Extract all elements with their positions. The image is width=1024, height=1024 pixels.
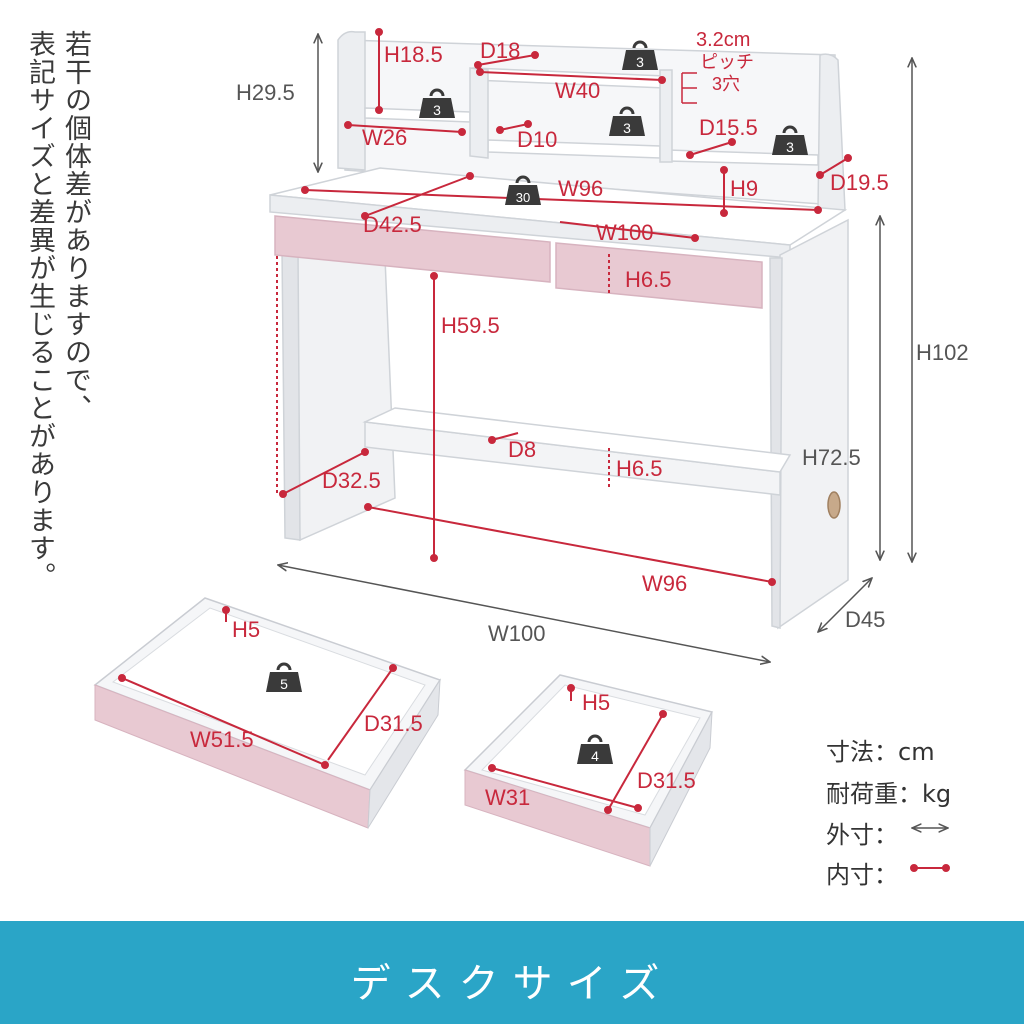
label-w40: W40 — [555, 78, 600, 103]
inner-labels: H18.5 D18 3.2cm ピッチ 3穴 W40 W26 D10 D15.5… — [190, 29, 889, 810]
desk-drawing: 3 3 3 3 30 5 4 H29.5 H102 H72.5 D45 W100… — [93, 28, 969, 872]
label-pitch-2: ピッチ — [700, 52, 754, 72]
label-h59.5: H59.5 — [441, 313, 500, 338]
label-w100-bottom: W100 — [488, 621, 545, 646]
weight-icon: 3 — [770, 125, 810, 157]
load-drawer-large: 5 — [280, 676, 288, 692]
label-w51.5: W51.5 — [190, 727, 254, 752]
label-h18.5: H18.5 — [384, 42, 443, 67]
label-h5-small: H5 — [582, 690, 610, 715]
outer-labels: H29.5 H102 H72.5 D45 W100 — [236, 80, 969, 646]
load-shelf-right: 3 — [786, 139, 794, 155]
label-d42.5: D42.5 — [363, 212, 422, 237]
weight-icon: 3 — [417, 88, 457, 120]
label-h5-large: H5 — [232, 617, 260, 642]
label-pitch-1: 3.2cm — [696, 29, 750, 51]
weight-icon: 3 — [607, 106, 647, 138]
footer-banner: デスクサイズ — [0, 921, 1024, 1024]
outer-dimensions — [278, 34, 912, 662]
label-w31: W31 — [485, 785, 530, 810]
label-w96-bottom: W96 — [642, 571, 687, 596]
legend-inner: 内寸： — [826, 861, 898, 889]
disclaimer-line-2: 表記サイズと差異が生じることがあります。 — [24, 30, 55, 590]
label-d8: D8 — [508, 437, 536, 462]
d45-arrow — [818, 578, 872, 632]
disclaimer-line-1: 若干の個体差がありますので、 — [60, 30, 91, 422]
load-shelf-left: 3 — [433, 102, 441, 118]
label-pitch-3: 3穴 — [712, 74, 740, 94]
label-d45: D45 — [845, 607, 885, 632]
legend-outer: 外寸： — [826, 821, 898, 849]
load-shelf-center-mid: 3 — [623, 120, 631, 136]
label-w100-top: W100 — [596, 220, 653, 245]
w100-arrow — [278, 565, 770, 662]
desk-drawers — [274, 215, 763, 309]
label-d19.5: D19.5 — [830, 170, 889, 195]
label-d31.5-small: D31.5 — [637, 768, 696, 793]
red-line-dot-icon — [910, 864, 950, 872]
footer-title: デスクサイズ — [350, 961, 674, 1007]
label-d31.5-large: D31.5 — [364, 711, 423, 736]
desk-body — [269, 30, 849, 630]
label-w96-top: W96 — [558, 176, 603, 201]
weight-icon: 5 — [264, 662, 304, 694]
label-w26: W26 — [362, 125, 407, 150]
inner-dimensions — [118, 28, 852, 814]
label-h102: H102 — [916, 340, 969, 365]
weight-icon: 30 — [503, 175, 543, 207]
label-h6.5-bar: H6.5 — [616, 456, 662, 481]
legend-load: 耐荷重：kg — [826, 780, 952, 808]
label-d10: D10 — [517, 127, 557, 152]
label-d32.5: D32.5 — [322, 468, 381, 493]
label-d18: D18 — [480, 38, 520, 63]
label-h72.5: H72.5 — [802, 445, 861, 470]
weight-icon: 4 — [575, 734, 615, 766]
label-d15.5: D15.5 — [699, 115, 758, 140]
legend-unit: 寸法：cm — [826, 738, 935, 766]
weight-icon: 3 — [620, 40, 660, 72]
load-shelf-center-top: 3 — [636, 54, 644, 70]
label-h29.5: H29.5 — [236, 80, 295, 105]
weight-icons: 3 3 3 3 30 5 4 — [264, 40, 810, 766]
label-h6.5-drawer: H6.5 — [625, 267, 671, 292]
label-h9: H9 — [730, 176, 758, 201]
load-desktop: 30 — [516, 190, 530, 205]
load-drawer-small: 4 — [591, 748, 599, 764]
